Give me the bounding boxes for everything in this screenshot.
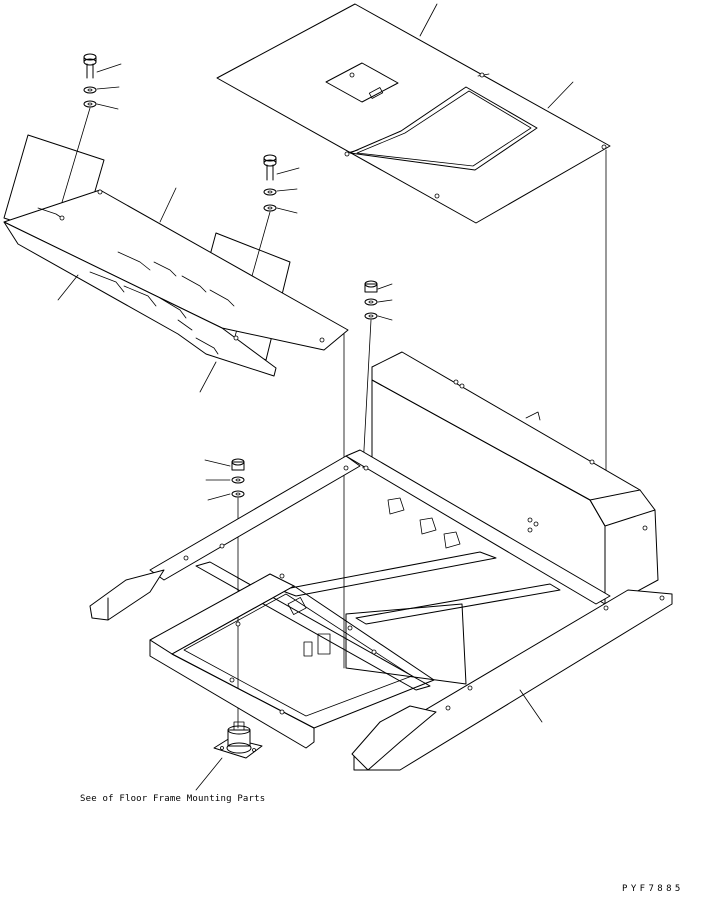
floor-frame [89,449,673,771]
floor-plate-top [216,3,611,224]
leader-plate-top-a [419,3,438,37]
nut-set-3 [362,280,393,469]
rear-cover-box [371,351,659,607]
left-cover-plate [3,134,349,377]
leader-plate-top-b [547,81,574,109]
figure-code: PYF7885 [622,884,684,894]
leader-left-plate-a [159,187,177,223]
leader-left-plate-b [57,274,79,301]
leader-left-plate-c [199,361,217,393]
floor-mount [213,721,263,759]
mounting-note: See of Floor Frame Mounting Parts [80,794,266,804]
leader-mount [195,757,223,791]
leader-floor-frame [519,689,543,723]
